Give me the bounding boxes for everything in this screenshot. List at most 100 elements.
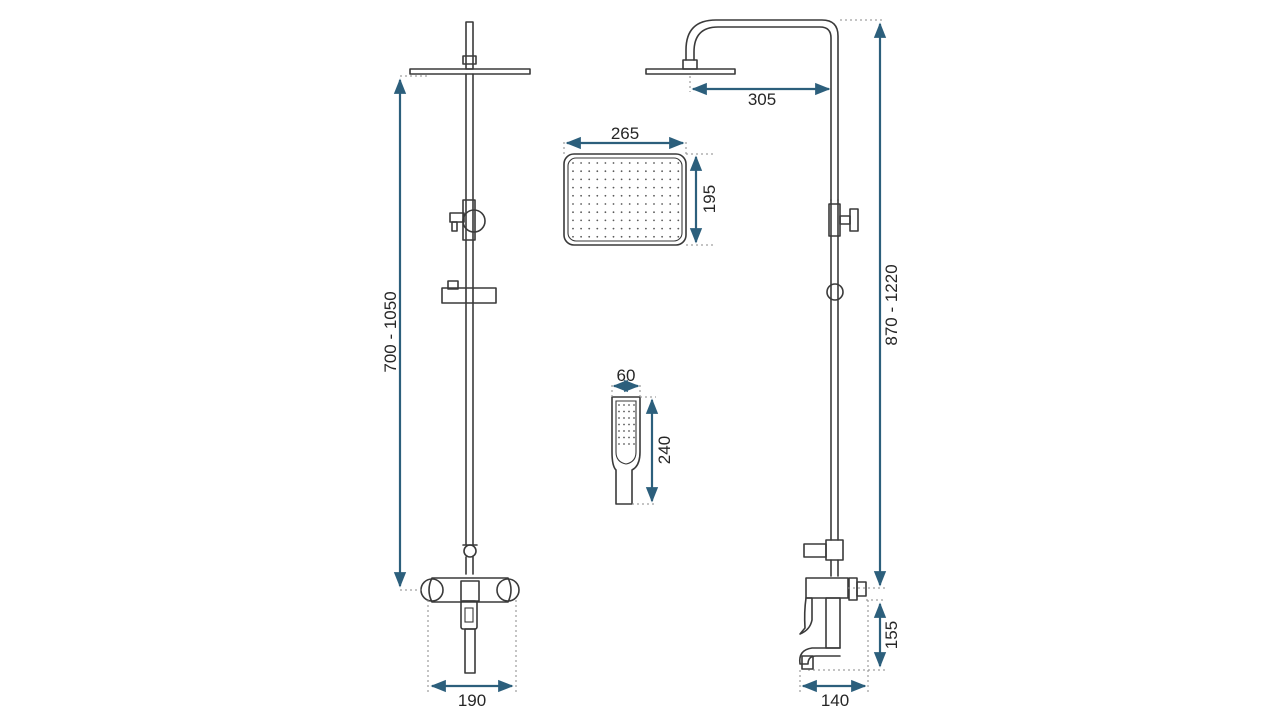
- nozzle-dot: [612, 170, 615, 173]
- nozzle-dot: [572, 178, 574, 181]
- nozzle-dot: [645, 219, 647, 222]
- nozzle-dot: [669, 227, 672, 230]
- nozzle-dot: [653, 219, 655, 222]
- nozzle-dot: [636, 170, 639, 173]
- nozzle-dot: [677, 211, 680, 214]
- nozzle-dot: [572, 211, 574, 214]
- nozzle-dot: [645, 227, 647, 230]
- nozzle-dot: [636, 178, 639, 181]
- nozzle-dot: [677, 170, 680, 173]
- nozzle-dot: [588, 219, 591, 222]
- nozzle-dot: [636, 186, 639, 189]
- nozzle-dot: [618, 436, 620, 439]
- nozzle-dot: [661, 227, 663, 230]
- nozzle-dot: [588, 211, 591, 214]
- side-height-label: 870 - 1220: [882, 264, 901, 345]
- nozzle-dot: [636, 211, 639, 214]
- nozzle-dot: [572, 235, 574, 238]
- nozzle-dot: [645, 203, 647, 205]
- nozzle-dot: [669, 194, 672, 197]
- nozzle-dot: [677, 235, 680, 238]
- nozzle-dot: [604, 211, 607, 214]
- nozzle-dot: [588, 227, 591, 230]
- nozzle-dot: [572, 170, 574, 173]
- nozzle-dot: [645, 162, 647, 164]
- nozzle-dot: [628, 404, 630, 406]
- nozzle-dot: [580, 227, 582, 230]
- nozzle-dot: [620, 194, 623, 197]
- side-overhead-arm: [685, 19, 839, 201]
- nozzle-dot: [653, 194, 655, 197]
- nozzle-dot: [645, 194, 647, 197]
- front-diverter-knob: [449, 199, 486, 241]
- nozzle-dot: [669, 178, 672, 181]
- nozzle-dot: [596, 194, 599, 197]
- nozzle-dot: [661, 203, 663, 205]
- nozzle-dot: [618, 423, 620, 426]
- nozzle-dot: [580, 219, 582, 222]
- nozzle-dot: [604, 203, 607, 205]
- hand-nozzle-grid: [618, 404, 635, 445]
- nozzle-dot: [623, 404, 625, 406]
- nozzle-dot: [677, 227, 680, 230]
- nozzle-dot: [661, 178, 663, 181]
- nozzle-dot: [661, 162, 663, 164]
- nozzle-dot: [618, 430, 620, 432]
- nozzle-dot: [620, 170, 623, 173]
- front-view: 700 - 1050 190: [381, 21, 531, 710]
- nozzle-dot: [620, 227, 623, 230]
- nozzle-dot: [612, 227, 615, 230]
- nozzle-dot: [623, 436, 625, 439]
- nozzle-dot: [628, 443, 630, 445]
- nozzle-dot: [604, 194, 607, 197]
- nozzle-dot: [612, 203, 615, 205]
- nozzle-dot: [580, 170, 582, 173]
- nozzle-dot: [628, 417, 630, 419]
- nozzle-dot: [612, 178, 615, 181]
- nozzle-dot: [580, 186, 582, 189]
- nozzle-dot: [633, 443, 635, 445]
- head-depth-label: 195: [700, 185, 719, 213]
- side-diverter-knob: [828, 203, 859, 237]
- nozzle-dot: [653, 178, 655, 181]
- nozzle-dot: [628, 436, 630, 439]
- nozzle-dot: [604, 219, 607, 222]
- nozzle-dot: [623, 430, 625, 432]
- nozzle-dot: [588, 194, 591, 197]
- nozzle-dot: [636, 194, 639, 197]
- nozzle-dot: [596, 170, 599, 173]
- nozzle-dot: [677, 203, 680, 205]
- nozzle-dot: [636, 219, 639, 222]
- nozzle-dot: [677, 162, 680, 164]
- nozzle-dot: [653, 162, 655, 164]
- nozzle-dot: [604, 186, 607, 189]
- nozzle-dot: [596, 186, 599, 189]
- nozzle-dot: [633, 423, 635, 426]
- nozzle-dot: [653, 203, 655, 205]
- nozzle-dot: [596, 219, 599, 222]
- nozzle-dot: [612, 194, 615, 197]
- nozzle-dot: [645, 170, 647, 173]
- nozzle-dot: [618, 443, 620, 445]
- nozzle-dot: [623, 417, 625, 419]
- nozzle-dot: [620, 219, 623, 222]
- nozzle-dot: [645, 186, 647, 189]
- front-height-label: 700 - 1050: [381, 291, 400, 372]
- hand-length-label: 240: [655, 436, 674, 464]
- hand-width-label: 60: [617, 366, 636, 385]
- spout-height-label: 155: [882, 621, 901, 649]
- nozzle-dot: [669, 186, 672, 189]
- side-lower-connector: [803, 539, 844, 577]
- nozzle-dot: [612, 162, 615, 164]
- front-mixer-body: [420, 577, 520, 674]
- nozzle-dot: [669, 211, 672, 214]
- nozzle-dot: [580, 162, 582, 164]
- nozzle-dot: [623, 410, 625, 413]
- head-nozzle-grid: [572, 162, 680, 238]
- nozzle-dot: [628, 430, 630, 432]
- nozzle-dot: [628, 203, 631, 205]
- nozzle-dot: [588, 186, 591, 189]
- nozzle-dot: [580, 211, 582, 214]
- nozzle-dot: [618, 410, 620, 413]
